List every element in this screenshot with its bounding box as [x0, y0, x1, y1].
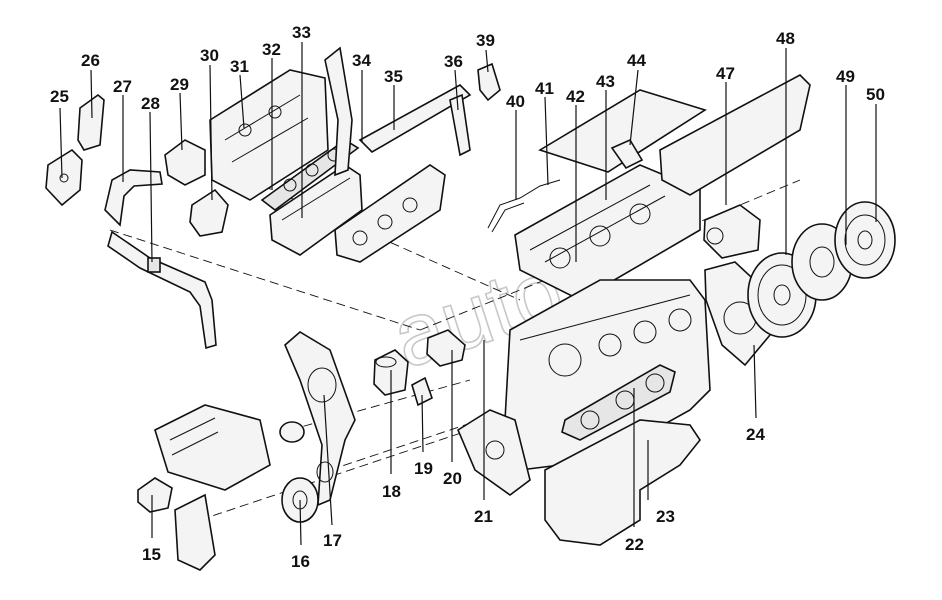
thermostat-housing-part-29	[164, 139, 206, 186]
label-23: 23	[656, 507, 675, 526]
label-18: 18	[382, 482, 401, 501]
idler-pulley	[279, 421, 305, 443]
label-28: 28	[141, 94, 160, 113]
tensioner-part-15	[137, 477, 173, 513]
timing-cover-lower	[174, 493, 216, 571]
intake-plenum-part-48	[659, 74, 811, 196]
bracket-part-19	[411, 376, 433, 407]
label-39: 39	[476, 31, 495, 50]
label-42: 42	[566, 87, 585, 106]
label-16: 16	[291, 552, 310, 571]
label-33: 33	[292, 23, 311, 42]
label-27: 27	[113, 77, 132, 96]
crankshaft-part-22	[561, 364, 676, 441]
label-47: 47	[716, 64, 735, 83]
bracket-part-26	[77, 93, 105, 151]
label-25: 25	[50, 87, 69, 106]
label-20: 20	[443, 469, 462, 488]
label-17: 17	[323, 531, 342, 550]
oil-pump-part-21	[456, 409, 531, 496]
leader-lines	[59, 42, 877, 546]
label-24: 24	[746, 425, 765, 444]
label-44: 44	[627, 51, 646, 70]
injector-part-36	[449, 93, 471, 157]
label-19: 19	[414, 459, 433, 478]
label-34: 34	[352, 51, 371, 70]
clutch-disc-part-50	[834, 201, 896, 279]
label-30: 30	[200, 46, 219, 65]
valve-cover-part-42	[538, 89, 707, 173]
fuel-rail-part-35	[358, 84, 472, 154]
label-50: 50	[866, 85, 885, 104]
oil-filter-part-20	[426, 329, 466, 367]
label-15: 15	[142, 545, 161, 564]
label-41: 41	[535, 79, 554, 98]
cylinder-head-part-31	[209, 69, 329, 201]
exhaust-manifold-part-35	[334, 164, 446, 263]
bracket-part-25	[45, 148, 83, 207]
label-48: 48	[776, 29, 795, 48]
pipe-part-28	[107, 230, 217, 350]
label-43: 43	[596, 72, 615, 91]
label-35: 35	[384, 67, 403, 86]
water-outlet-part-30	[189, 188, 229, 237]
hose-part-27	[104, 169, 163, 227]
label-32: 32	[262, 40, 281, 59]
sensor-part-39	[477, 62, 501, 102]
label-29: 29	[170, 75, 189, 94]
oil-pan-part-23	[544, 419, 701, 546]
camshaft-assembly-part-43	[514, 164, 701, 301]
starter-motor-part-47	[703, 204, 761, 259]
label-49: 49	[836, 67, 855, 86]
label-21: 21	[474, 507, 493, 526]
label-26: 26	[81, 51, 100, 70]
cam-sensor-part-44	[610, 138, 644, 170]
wire-part-40	[487, 179, 561, 233]
timing-cover-upper	[154, 404, 271, 491]
label-22: 22	[625, 535, 644, 554]
heat-shield-part-34	[324, 46, 353, 177]
label-36: 36	[444, 52, 463, 71]
label-31: 31	[230, 57, 249, 76]
label-40: 40	[506, 92, 525, 111]
timing-belt-part-17	[284, 331, 356, 507]
